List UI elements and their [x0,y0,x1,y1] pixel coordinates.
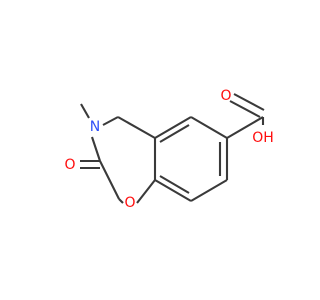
atom-label-nitrogen: N [90,119,100,135]
atom-label-oxygen-acid-carbonyl: O [220,88,231,104]
bond-ring-c3-c4 [190,179,228,202]
bond-acid-carbonyl [229,100,261,118]
molecule-canvas: N O O O OH [64,88,274,211]
bond-ring-c4-c5-inner [159,175,190,194]
bond-ring-to-acid-carbon [226,116,264,139]
atom-label-oxygen-ring: O [124,195,135,211]
bond-acid-carbonyl-second [233,93,265,111]
atom-label-oxygen-carbonyl-ring: O [64,157,75,173]
bond-ring-c6-c1 [154,116,192,139]
bond-ring-c4-c5 [154,179,192,202]
bond-carbonyl-to-ch2 [99,160,120,200]
bond-nitrogen-to-methyl [80,103,90,119]
atom-label-hydroxyl: OH [252,130,274,146]
structure-diagram: N O O O OH [64,88,274,211]
bond-ring-c1-c2 [190,116,228,139]
bond-nitrogen-to-carbonyl-carbon [91,136,101,162]
bond-ch2-to-nitrogen [102,116,119,126]
bond-ch2-to-oxygen [118,198,124,204]
bond-ring-c6-c1-inner [159,124,190,143]
bond-ch2-to-ring [117,116,156,139]
bond-oxygen-to-ring [136,179,156,204]
